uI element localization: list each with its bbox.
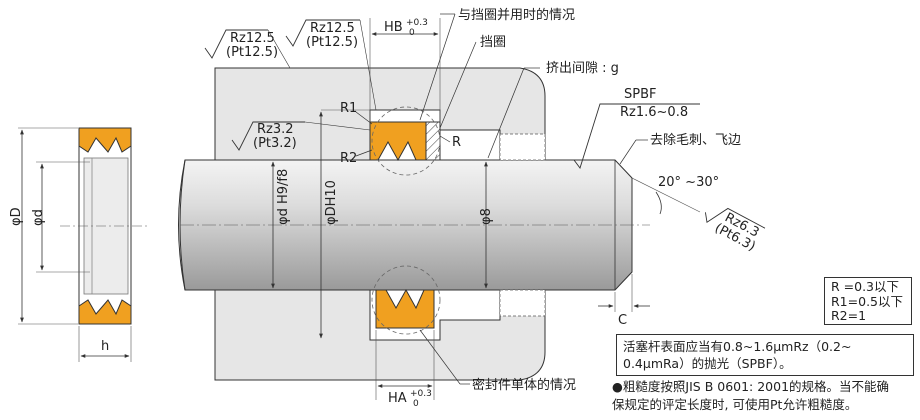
rough-mid-2: (Pt3.2) — [253, 136, 297, 151]
rough-top-left-2: (Pt12.5) — [226, 45, 278, 60]
dim-HB-tol-top: +0.3 — [406, 18, 428, 28]
seal-section-view: φD φd h — [9, 127, 150, 362]
backup-ring — [425, 121, 441, 161]
callout-spbf: SPBF — [624, 87, 657, 102]
callout-gap: 挤出间隙 : g — [546, 61, 619, 76]
dim-D-label: φD — [9, 207, 24, 226]
rough-top-right-1: Rz12.5 — [310, 21, 355, 36]
housing-upper — [214, 67, 546, 161]
angle-label: 20° ~30° — [658, 175, 719, 190]
rough-top-left-1: Rz12.5 — [230, 31, 275, 46]
radius-spec-box: R =0.3以下 R1=0.5以下 R2=1 — [824, 277, 912, 325]
dim-dH9f8-label: φd H9/f8 — [276, 169, 291, 225]
dim-d-label: φd — [31, 209, 46, 226]
dim-HA-tol-bot: 0 — [413, 399, 419, 409]
dim-HB-label: HB — [384, 20, 403, 35]
footnote-line-2: 保规定的评定长度时, 可使用Pt允许粗糙度。 — [612, 397, 858, 412]
radius-spec-r2: R2=1 — [831, 308, 867, 323]
dim-phi8-label: φ8 — [479, 208, 494, 225]
dim-HB-tol-bot: 0 — [409, 28, 415, 38]
R1-label: R1 — [340, 101, 357, 116]
surface-finish-line-1: 活塞杆表面应当有0.8~1.6μmRz（0.2~ — [623, 339, 852, 354]
dim-C-label: C — [618, 313, 627, 328]
surface-finish-line-2: 0.4μmRa）的抛光（SPBF）。 — [623, 356, 792, 371]
dim-DH10-label: φDH10 — [324, 180, 339, 225]
assembly-view: φd H9/f8 φDH10 φ8 HB +0.3 0 HA +0.3 0 R1… — [178, 18, 719, 409]
seal-profile-bottom — [78, 299, 132, 325]
seal-profile-top — [78, 127, 132, 153]
radius-spec-r1: R1=0.5以下 — [831, 293, 903, 309]
callout-backup-case: 与挡圈并用时的情况 — [458, 7, 575, 23]
roughness-footnote: ●粗糙度按照JIS B 0601: 2001的规格。当不能确 保规定的评定长度时… — [612, 378, 916, 414]
dim-HA-label: HA — [388, 391, 407, 406]
dim-h-label: h — [101, 339, 109, 354]
housing-lower — [214, 289, 546, 381]
surface-finish-note: 活塞杆表面应当有0.8~1.6μmRz（0.2~ 0.4μmRa）的抛光（SPB… — [616, 334, 914, 376]
seal-lower — [375, 288, 435, 329]
R2-label: R2 — [340, 151, 357, 166]
R-label: R — [452, 135, 461, 150]
dim-HA-tol-top: +0.3 — [410, 389, 432, 399]
roughness-symbols: Rz12.5 (Pt12.5) Rz12.5 (Pt12.5) Rz3.2 (P… — [204, 7, 766, 393]
callout-backup-ring: 挡圈 — [480, 35, 506, 50]
rough-top-right-2: (Pt12.5) — [306, 35, 358, 50]
callout-seal-only: 密封件单体的情况 — [472, 377, 576, 393]
callout-rz16: Rz1.6~0.8 — [620, 105, 688, 120]
callout-deburr: 去除毛刺、飞边 — [650, 133, 741, 148]
footnote-line-1: ●粗糙度按照JIS B 0601: 2001的规格。当不能确 — [612, 379, 890, 394]
radius-spec-r: R =0.3以下 — [831, 279, 900, 294]
seal-upper — [369, 121, 427, 162]
rough-mid-1: Rz3.2 — [257, 122, 294, 137]
